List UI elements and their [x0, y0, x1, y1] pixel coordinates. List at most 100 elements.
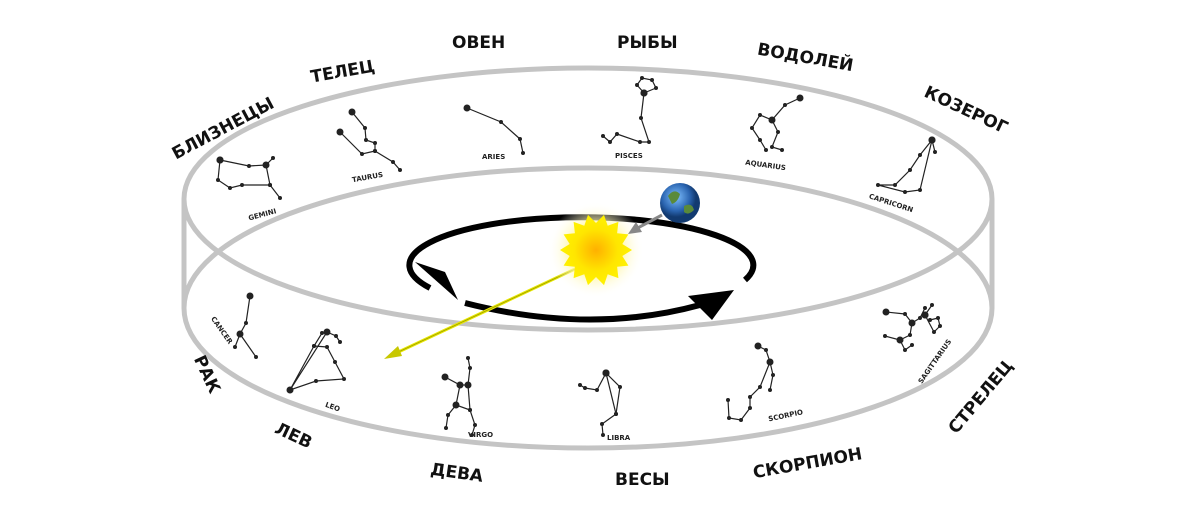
star-icon	[463, 104, 471, 112]
star-icon	[726, 398, 730, 402]
star-icon	[247, 164, 251, 168]
sign-cancer: РАК	[189, 352, 224, 396]
star-icon	[236, 330, 244, 338]
star-icon	[373, 141, 377, 145]
star-icon	[908, 319, 916, 327]
star-icon	[796, 94, 804, 102]
star-icon	[325, 345, 329, 349]
sign-scorpio: СКОРПИОН	[752, 444, 864, 483]
star-icon	[918, 316, 922, 320]
constellation-cancer: CANCER	[209, 292, 258, 359]
star-icon	[334, 334, 338, 338]
star-icon	[320, 331, 324, 335]
constellation-capricorn: CAPRICORN	[868, 136, 937, 214]
label-leo: LEO	[324, 401, 341, 414]
constellation-taurus: TAURUS	[336, 108, 402, 184]
star-icon	[635, 83, 639, 87]
sign-pisces: РЫБЫ	[617, 33, 678, 53]
orbit-arrow-right-icon	[688, 290, 734, 320]
star-icon	[883, 334, 887, 338]
star-icon	[918, 153, 922, 157]
star-icon	[780, 148, 784, 152]
star-icon	[441, 373, 449, 381]
star-icon	[468, 366, 472, 370]
sign-libra: ВЕСЫ	[615, 470, 670, 490]
star-icon	[348, 108, 356, 116]
constellation-aries: ARIES	[463, 104, 525, 161]
constellation-pisces: PISCES	[601, 76, 658, 160]
star-icon	[240, 183, 244, 187]
star-icon	[464, 381, 472, 389]
star-icon	[903, 190, 907, 194]
star-icon	[473, 423, 477, 427]
sign-aries: ОВЕН	[452, 33, 505, 53]
star-icon	[618, 385, 622, 389]
star-icon	[758, 385, 762, 389]
star-icon	[908, 333, 912, 337]
star-icon	[727, 416, 731, 420]
star-icon	[758, 138, 762, 142]
star-icon	[758, 113, 762, 117]
star-icon	[748, 395, 752, 399]
orbit-arrow-left-icon	[415, 262, 458, 300]
star-icon	[639, 116, 643, 120]
star-icon	[216, 156, 224, 164]
label-taurus: TAURUS	[352, 171, 384, 184]
star-icon	[771, 373, 775, 377]
star-icon	[903, 348, 907, 352]
star-icon	[452, 401, 460, 409]
star-icon	[910, 343, 914, 347]
sign-leo: ЛЕВ	[272, 419, 316, 453]
star-icon	[278, 196, 282, 200]
star-icon	[360, 152, 364, 156]
star-icon	[466, 356, 470, 360]
star-icon	[908, 168, 912, 172]
star-icon	[601, 433, 605, 437]
zodiac-band	[181, 65, 995, 451]
star-icon	[499, 120, 503, 124]
star-icon	[768, 116, 776, 124]
star-icon	[764, 148, 768, 152]
star-icon	[893, 183, 897, 187]
star-icon	[333, 360, 337, 364]
constellation-scorpio: SCORPIO	[726, 342, 804, 423]
star-icon	[444, 426, 448, 430]
star-icon	[363, 126, 367, 130]
constellation-leo: LEO	[286, 328, 346, 414]
star-icon	[468, 408, 472, 412]
star-icon	[932, 330, 936, 334]
star-icon	[928, 136, 936, 144]
star-icon	[614, 412, 618, 416]
label-virgo: VIRGO	[468, 431, 493, 439]
star-icon	[650, 78, 654, 82]
star-icon	[336, 128, 344, 136]
star-icon	[750, 126, 754, 130]
star-icon	[930, 303, 934, 307]
star-icon	[764, 348, 768, 352]
star-icon	[783, 103, 787, 107]
star-icon	[254, 355, 258, 359]
constellation-gemini: GEMINI	[216, 156, 282, 222]
star-icon	[640, 76, 644, 80]
star-icon	[608, 140, 612, 144]
star-icon	[602, 369, 610, 377]
star-icon	[470, 433, 474, 437]
star-icon	[456, 381, 464, 389]
star-icon	[766, 358, 774, 366]
star-icon	[754, 342, 762, 350]
star-icon	[770, 145, 774, 149]
star-icon	[896, 336, 904, 344]
star-icon	[246, 292, 254, 300]
star-icon	[876, 183, 880, 187]
star-icon	[921, 311, 929, 319]
label-cancer: CANCER	[209, 315, 234, 346]
sign-aquarius: ВОДОЛЕЙ	[756, 38, 855, 77]
star-icon	[600, 422, 604, 426]
star-icon	[933, 150, 937, 154]
label-scorpio: SCORPIO	[768, 408, 804, 423]
label-pisces: PISCES	[615, 152, 643, 160]
star-icon	[364, 138, 368, 142]
label-libra: LIBRA	[607, 434, 631, 442]
constellation-virgo: VIRGO	[441, 356, 493, 439]
star-icon	[342, 377, 346, 381]
